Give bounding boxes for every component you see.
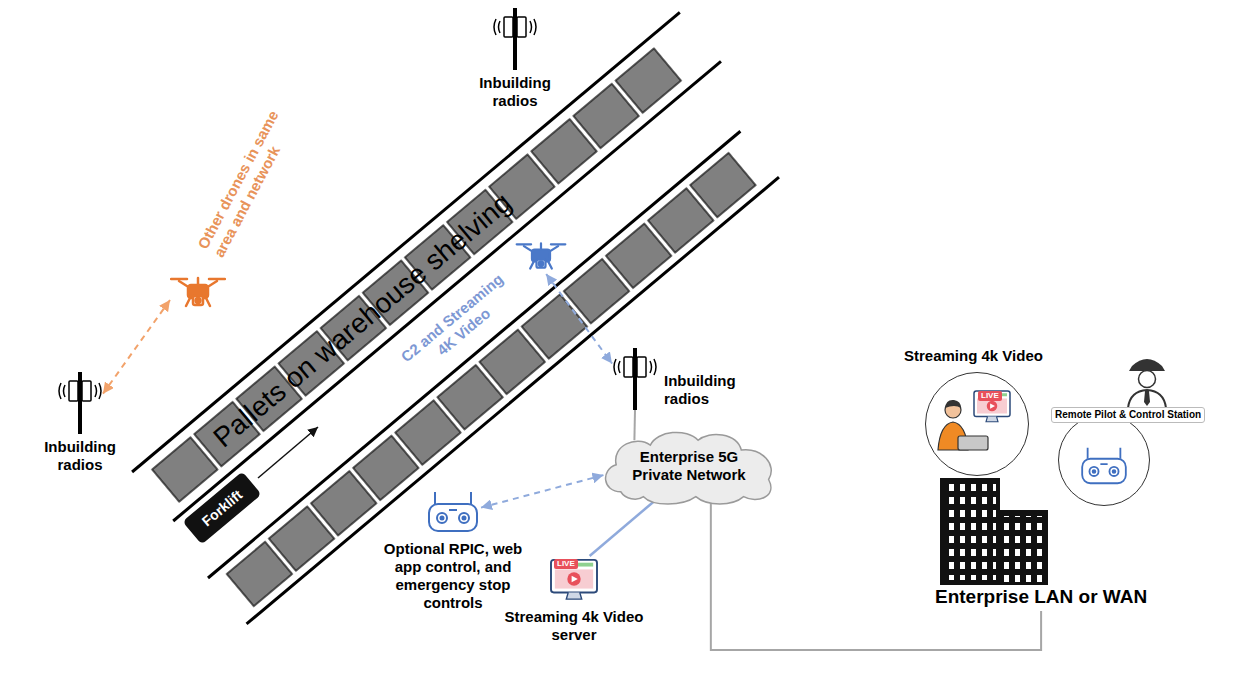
connector-group	[103, 274, 1041, 650]
building-icon	[940, 478, 1048, 585]
controller-icon	[1082, 448, 1126, 483]
controller: Optional RPIC, web app control, and emer…	[425, 490, 481, 534]
video-screen-icon	[974, 391, 1010, 422]
live-badge: LIVE	[554, 559, 578, 569]
pilot-head	[1139, 371, 1156, 388]
shelf-rail	[132, 12, 680, 472]
building: Enterprise LAN or WAN	[935, 470, 1147, 611]
building-label: Enterprise LAN or WAN	[935, 586, 1147, 608]
radio-tower	[59, 372, 101, 434]
radio-tower: Inbuilding radios	[57, 372, 103, 434]
video-server-icon	[551, 560, 597, 599]
building-tower	[940, 478, 1000, 585]
building-windows	[944, 484, 996, 580]
drone: C2 and Streaming 4K Video	[515, 238, 567, 274]
shelf-rail	[247, 177, 779, 624]
controller-icon	[429, 492, 477, 531]
live-badge: LIVE	[978, 391, 1002, 401]
laptop	[958, 436, 988, 450]
connector	[633, 410, 636, 440]
connector	[103, 300, 170, 394]
network-cloud: Enterprise 5G Private Network	[598, 428, 780, 504]
radio-label: Inbuilding radios	[465, 74, 565, 110]
radio-tower	[614, 348, 656, 410]
drone-icon	[171, 278, 225, 306]
server-label: Streaming 4k Video server	[488, 608, 660, 644]
video-bubble: Streaming 4k VideoLIVE	[925, 372, 1029, 476]
connector	[481, 475, 603, 507]
connector	[546, 274, 612, 364]
connector	[590, 499, 657, 556]
viewer-figure	[938, 391, 1010, 450]
controller-label: Optional RPIC, web app control, and emer…	[378, 540, 528, 612]
radio-label: Inbuilding radios	[664, 372, 744, 408]
radio-tower: Inbuilding radios	[612, 348, 658, 410]
viewer-hair	[945, 400, 961, 408]
shelving-band: Pallets on warehouse shelving	[150, 46, 684, 504]
forklift-arrow	[258, 427, 318, 478]
pilot-bubble: Remote Pilot & Control Station	[1058, 414, 1150, 506]
drone: Other drones in same area and network	[170, 272, 226, 312]
pilot-shoulders	[1128, 390, 1166, 408]
connector	[711, 499, 1041, 650]
pilot-cap	[1129, 359, 1165, 371]
pilot-label: Remote Pilot & Control Station	[1051, 407, 1205, 423]
radio-tower	[494, 8, 536, 70]
pilot-figure	[1128, 359, 1166, 408]
drone-icon	[517, 243, 566, 268]
building-block	[1000, 510, 1048, 585]
cloud-label: Enterprise 5G Private Network	[628, 448, 750, 484]
forklift-label: Forklift	[182, 471, 261, 544]
video-server: LIVEStreaming 4k Video server	[548, 556, 600, 602]
cloud-shape	[606, 432, 772, 504]
bubble-heading: Streaming 4k Video	[904, 347, 1043, 365]
pilot-tie	[1144, 391, 1150, 406]
radio-tower: Inbuilding radios	[492, 8, 538, 70]
radio-label: Inbuilding radios	[32, 438, 128, 474]
building-windows	[1004, 516, 1044, 582]
drone-label: Other drones in same area and network	[194, 93, 306, 260]
forklift: Forklift	[182, 471, 261, 544]
